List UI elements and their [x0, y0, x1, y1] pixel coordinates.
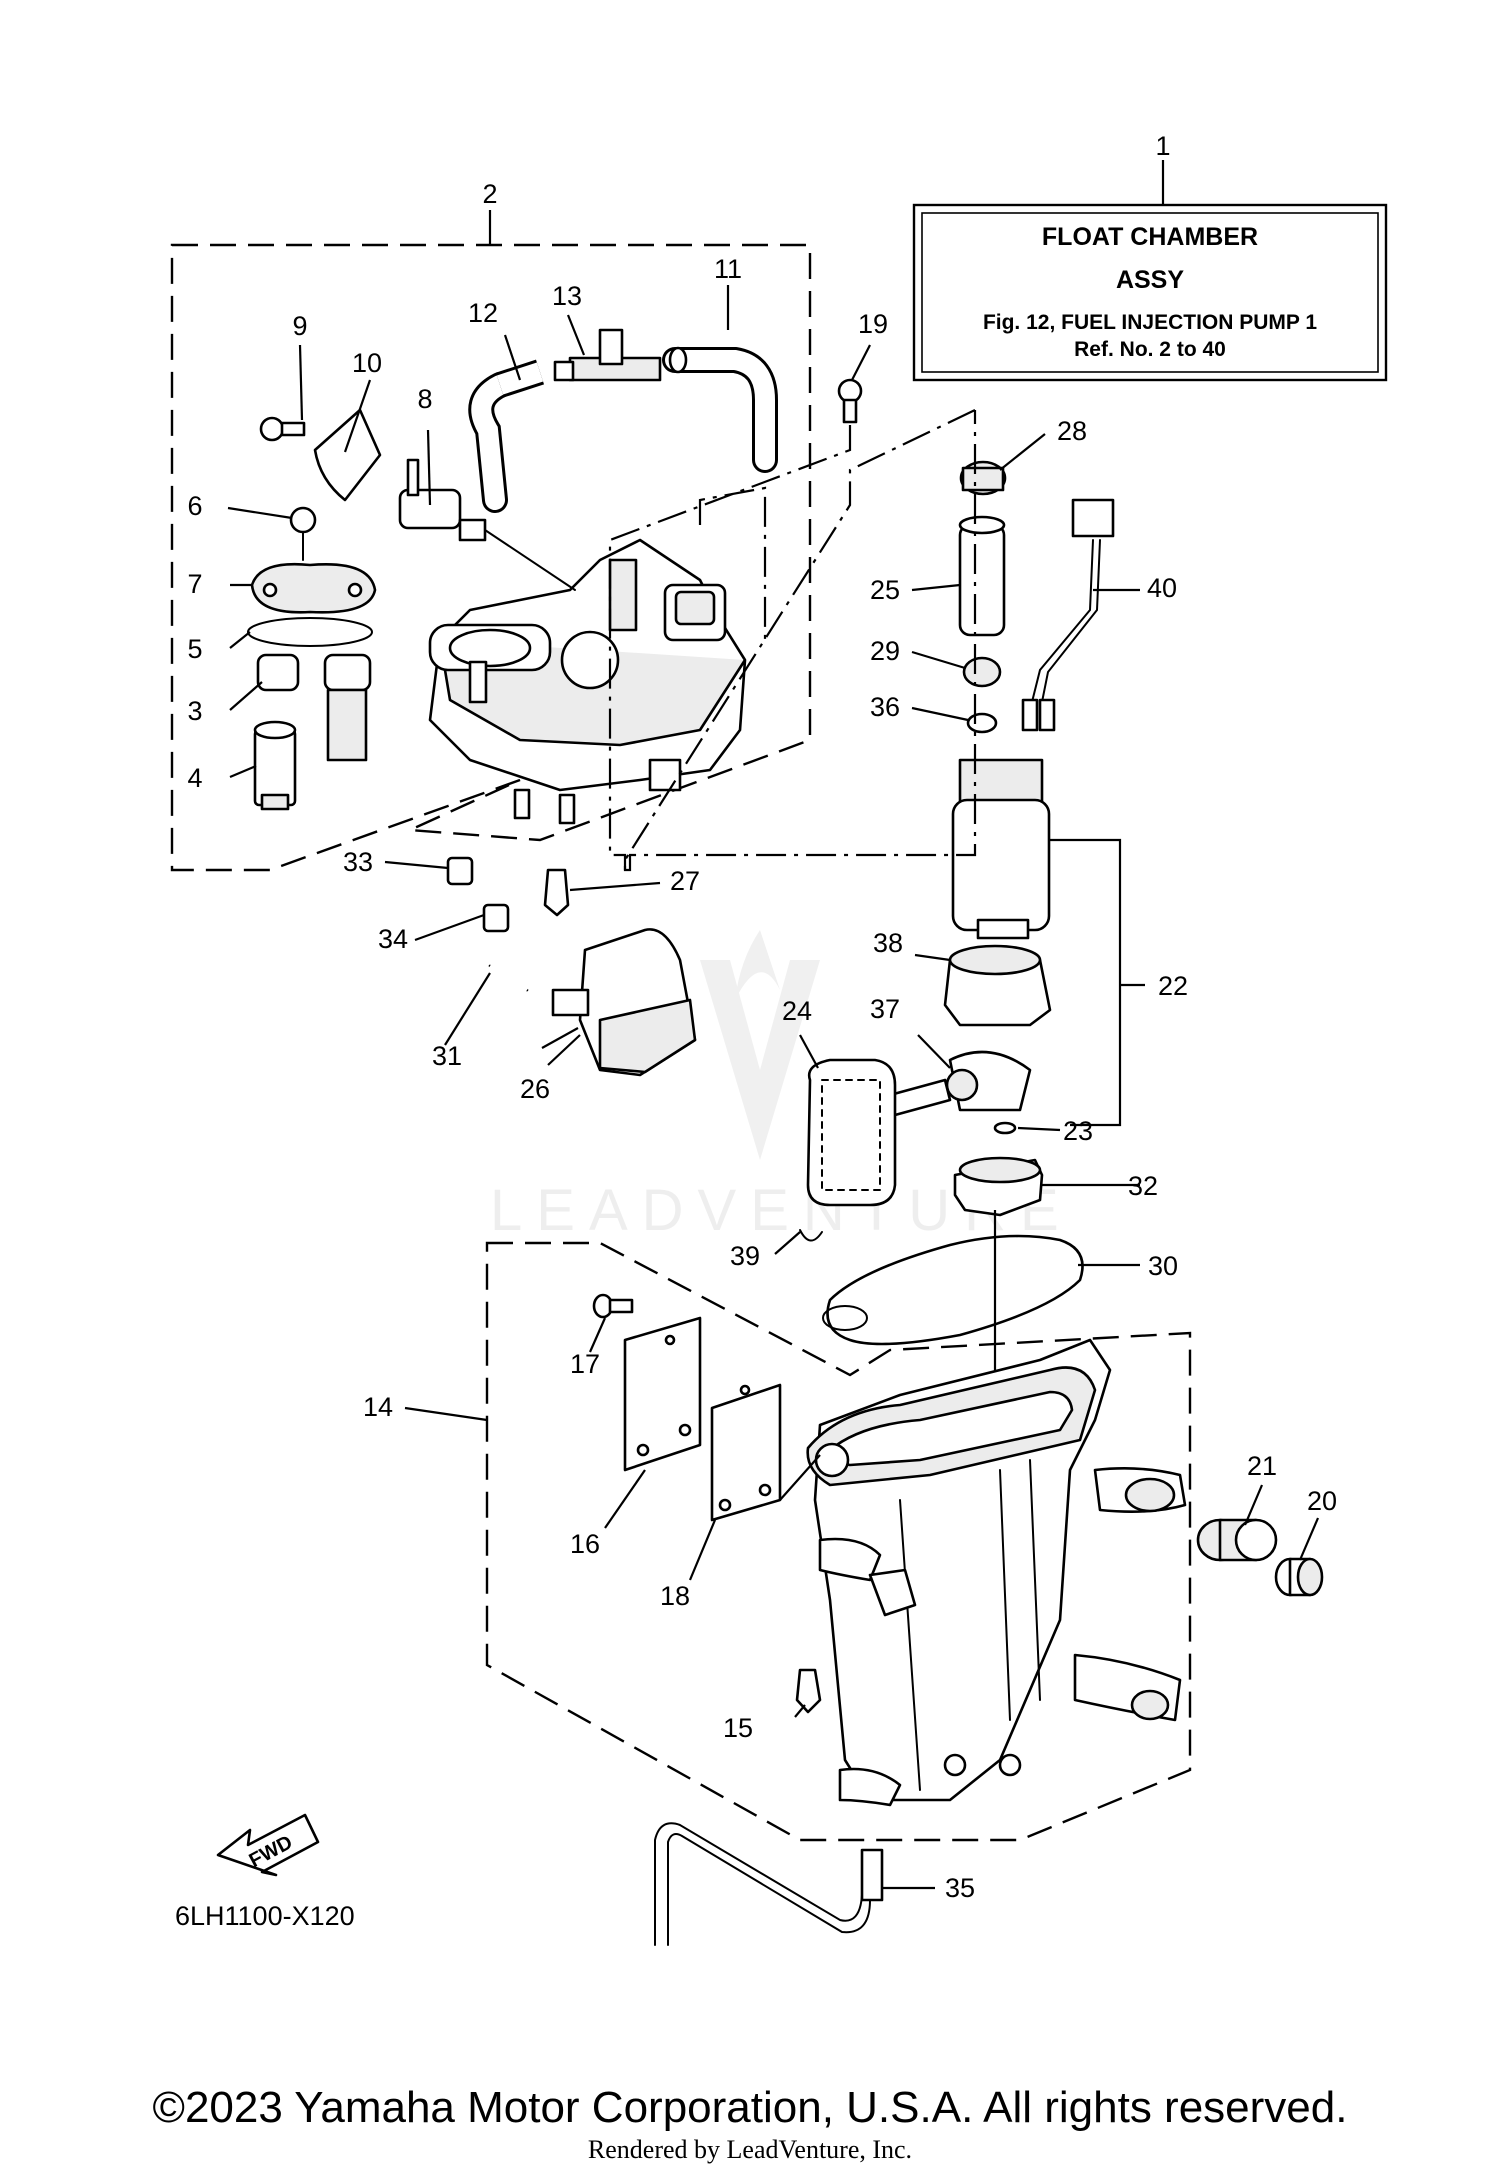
- callout-3: 3: [187, 696, 202, 726]
- bolts-33-34-27: [446, 856, 570, 933]
- plates-16-18: [592, 1293, 782, 1522]
- hose-35: [654, 1822, 884, 1946]
- callout-4: 4: [187, 763, 202, 793]
- callout-15: 15: [723, 1713, 753, 1743]
- wire-harness-40: [1021, 498, 1115, 732]
- callout-7: 7: [187, 569, 202, 599]
- info-box-title-1: FLOAT CHAMBER: [1042, 223, 1258, 251]
- upper-assembly-boundary: [170, 210, 812, 872]
- copyright: ©2023 Yamaha Motor Corporation, U.S.A. A…: [153, 2083, 1348, 2132]
- pump-lower-parts: [888, 944, 1052, 1135]
- callout-18: 18: [660, 1581, 690, 1611]
- callout-20: 20: [1307, 1486, 1337, 1516]
- rendered-by: Rendered by LeadVenture, Inc.: [588, 2135, 912, 2164]
- callout-40: 40: [1147, 573, 1177, 603]
- callout-36: 36: [870, 692, 900, 722]
- lower-assembly-boundary: [485, 1241, 1192, 1842]
- cover-26: [488, 928, 697, 1077]
- callout-21: 21: [1247, 1451, 1277, 1481]
- assembly-lines: [608, 409, 997, 1430]
- callout-29: 29: [870, 636, 900, 666]
- fuel-pump: [951, 758, 1145, 1127]
- callout-17: 17: [570, 1349, 600, 1379]
- small-parts-8-10: [259, 408, 576, 591]
- callout-11: 11: [714, 254, 742, 284]
- info-box-ref-1: Fig. 12, FUEL INJECTION PUMP 1: [983, 311, 1317, 334]
- callout-23: 23: [1063, 1116, 1093, 1146]
- callout-34: 34: [378, 924, 408, 954]
- callout-25: 25: [870, 575, 900, 605]
- grommet-21: [1196, 1518, 1278, 1562]
- callout-16: 16: [570, 1529, 600, 1559]
- callout-33: 33: [343, 847, 373, 877]
- fwd-arrow: FWD: [216, 1813, 320, 1877]
- callout-32: 32: [1128, 1171, 1158, 1201]
- leader-lines: [227, 285, 1320, 1890]
- diagram-code: 6LH1100-X120: [175, 1901, 355, 1931]
- callout-numbers: 1 2 3 4 5 6 7 8 9 10 11 12 13 14 15 16 1…: [187, 131, 1337, 1903]
- callout-38: 38: [873, 928, 903, 958]
- callout-9: 9: [292, 311, 307, 341]
- callout-26: 26: [520, 1074, 550, 1104]
- callout-6: 6: [187, 491, 202, 521]
- callout-2: 2: [482, 179, 497, 209]
- float-chamber-cover: [428, 538, 747, 825]
- callout-5: 5: [187, 634, 202, 664]
- filter-24: [799, 1058, 897, 1242]
- info-box-ref-2: Ref. No. 2 to 40: [1074, 338, 1226, 361]
- ring-32: [953, 1156, 1044, 1217]
- info-box: FLOAT CHAMBER ASSY Fig. 12, FUEL INJECTI…: [912, 160, 1388, 382]
- callout-10: 10: [352, 348, 382, 378]
- callout-1: 1: [1155, 131, 1170, 161]
- gasket-30: [822, 1234, 1084, 1346]
- pump-top-parts: [958, 460, 1007, 734]
- callout-24: 24: [782, 996, 812, 1026]
- callout-12: 12: [468, 298, 498, 328]
- callout-28: 28: [1057, 416, 1087, 446]
- callout-14: 14: [363, 1392, 393, 1422]
- fitting-15: [795, 1668, 822, 1714]
- callout-39: 39: [730, 1241, 760, 1271]
- callout-22: 22: [1158, 971, 1188, 1001]
- callout-30: 30: [1148, 1251, 1178, 1281]
- float-chamber-body: [806, 1338, 1187, 1807]
- cap-20: [1274, 1557, 1324, 1597]
- info-box-title-2: ASSY: [1116, 266, 1184, 294]
- hose-assembly: [468, 328, 778, 513]
- callout-19: 19: [858, 309, 888, 339]
- callout-31: 31: [432, 1041, 462, 1071]
- callout-37: 37: [870, 994, 900, 1024]
- callout-13: 13: [552, 281, 582, 311]
- screw-19: [837, 378, 863, 424]
- callout-27: 27: [670, 866, 700, 896]
- callout-8: 8: [417, 384, 432, 414]
- callout-35: 35: [945, 1873, 975, 1903]
- filter-parts: [247, 506, 377, 811]
